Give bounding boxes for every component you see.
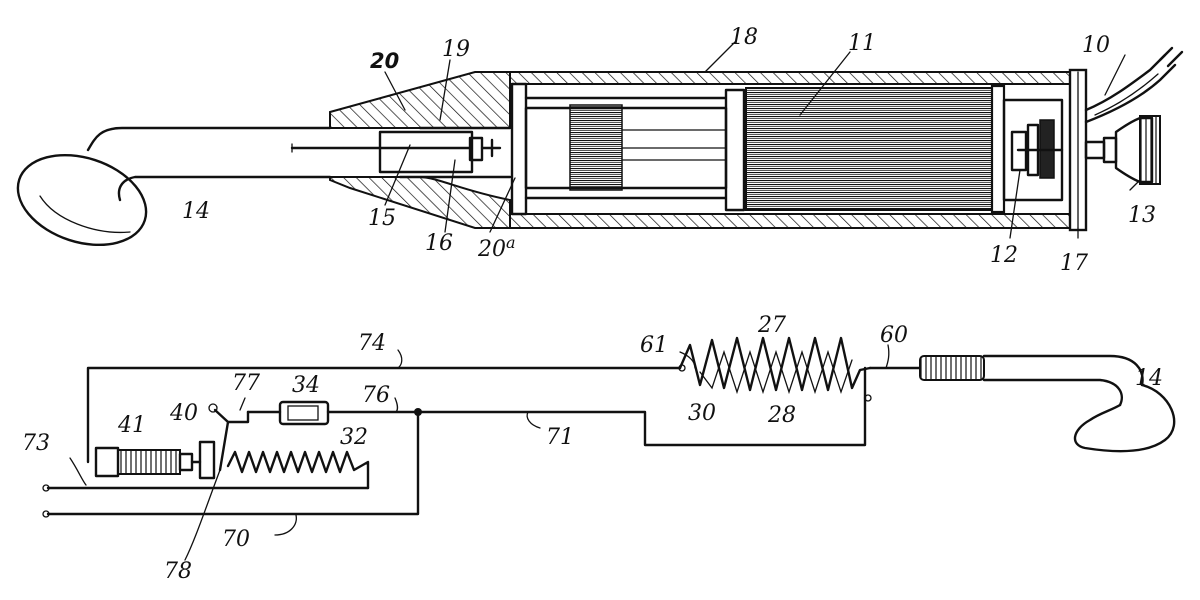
label-70: 70 xyxy=(222,527,250,552)
label-32: 32 xyxy=(340,425,368,450)
label-40: 40 xyxy=(169,401,198,426)
wire-74 xyxy=(86,366,682,464)
label-15: 15 xyxy=(368,206,396,231)
label-11: 11 xyxy=(848,31,876,56)
label-19: 19 xyxy=(442,37,470,62)
transformer-assembly xyxy=(510,82,746,216)
applicator-sectional-view: 10 11 12 13 14 15 16 17 18 19 20 20a xyxy=(16,25,1184,276)
label-76: 76 xyxy=(362,383,390,408)
label-73: 73 xyxy=(22,431,50,456)
electrode-14-bottom xyxy=(919,354,1176,453)
label-71: 71 xyxy=(546,425,574,450)
label-41: 41 xyxy=(117,413,146,438)
label-77: 77 xyxy=(232,371,260,396)
electrode-14-top xyxy=(16,126,332,247)
label-61: 61 xyxy=(640,333,668,358)
label-17: 17 xyxy=(1060,251,1088,276)
label-14-bottom: 14 xyxy=(1135,366,1163,391)
label-34: 34 xyxy=(292,373,320,398)
label-60: 60 xyxy=(880,323,908,348)
interrupter-12 xyxy=(1002,98,1064,202)
circuit-diagram: 14 27 28 30 32 34 40 41 60 61 70 71 73 7… xyxy=(22,313,1176,584)
wire-70 xyxy=(46,410,420,516)
label-28: 28 xyxy=(767,403,796,428)
label-12: 12 xyxy=(990,243,1018,268)
label-20: 20 xyxy=(370,49,399,73)
secondary-coil-27 xyxy=(678,336,872,392)
terminal-73[interactable] xyxy=(42,484,50,492)
wire-71 xyxy=(416,396,867,447)
leader-lines-top xyxy=(384,41,1141,239)
label-14-top: 14 xyxy=(182,199,210,224)
label-74: 74 xyxy=(358,331,386,356)
interrupter-contact-40 xyxy=(198,403,230,480)
label-27: 27 xyxy=(757,313,786,338)
label-20a: 20a xyxy=(477,233,516,262)
label-30: 30 xyxy=(688,401,716,426)
label-13: 13 xyxy=(1128,203,1156,228)
primary-coil-30 xyxy=(699,349,853,395)
cord-10 xyxy=(1084,46,1184,124)
terminal-61 xyxy=(678,364,686,372)
leader-lines-bottom xyxy=(69,344,890,561)
condenser-34 xyxy=(246,400,330,426)
handle-housing xyxy=(329,68,1088,232)
label-18: 18 xyxy=(730,25,758,50)
wire-77 xyxy=(226,410,250,424)
terminal-70[interactable] xyxy=(42,510,50,518)
coil-11 xyxy=(745,84,1006,214)
coil-32 xyxy=(226,450,370,490)
adjusting-knob-13[interactable] xyxy=(1084,115,1161,185)
label-10: 10 xyxy=(1082,33,1110,58)
electrode-stem-15 xyxy=(290,130,502,174)
label-78: 78 xyxy=(164,559,192,584)
adjusting-screw-41 xyxy=(94,446,202,478)
label-16: 16 xyxy=(425,231,453,256)
